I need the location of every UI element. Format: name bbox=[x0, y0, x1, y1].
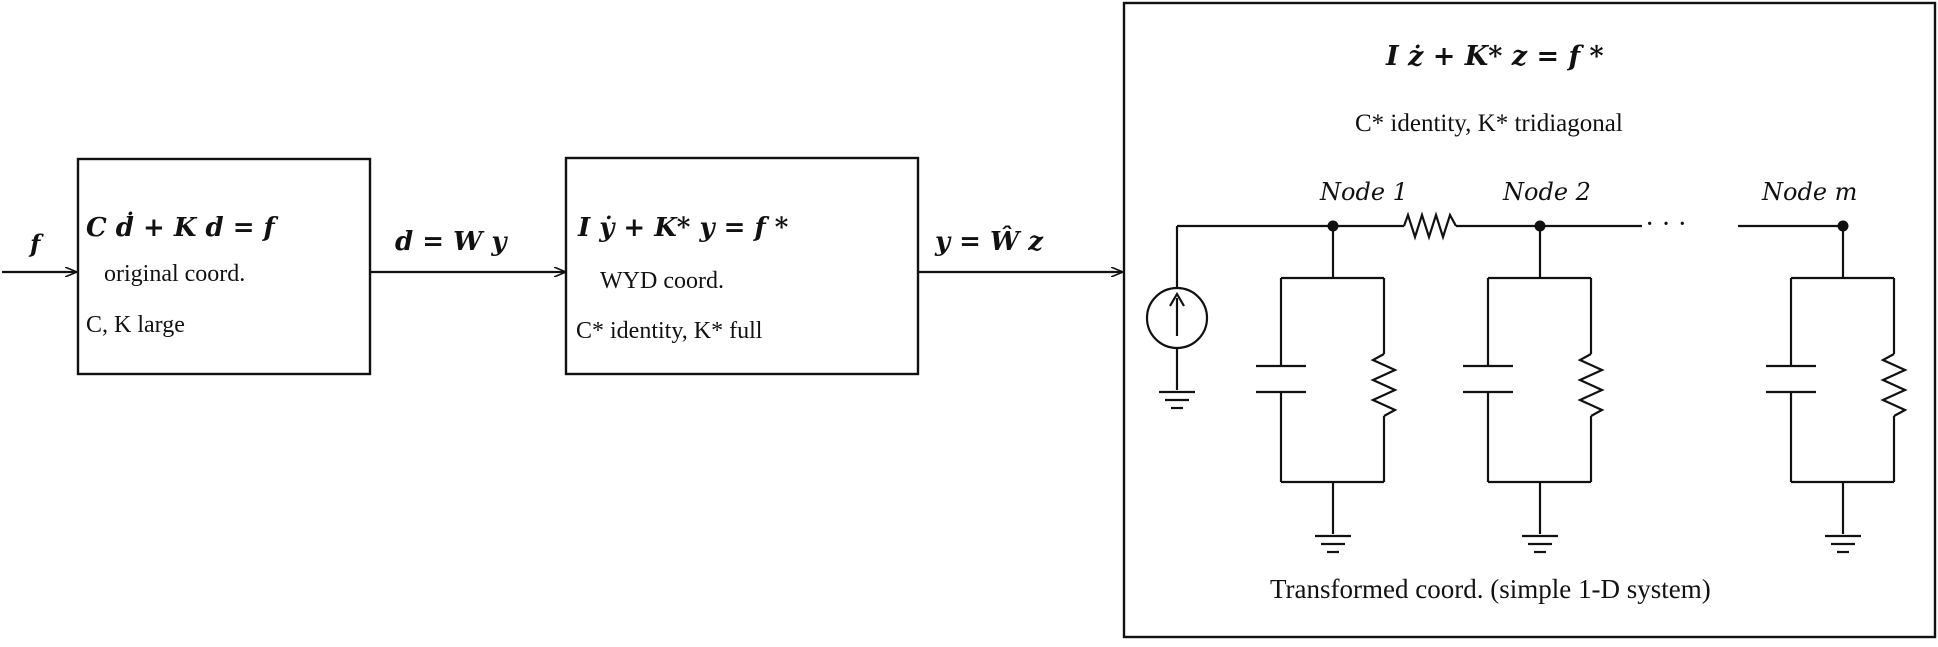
transform1-label: d = W y bbox=[395, 227, 508, 257]
box1-equation: C ḋ + K d = f bbox=[86, 211, 279, 243]
box2-matrix-note: C* identity, K* full bbox=[576, 318, 763, 344]
wyd-system-box bbox=[564, 156, 920, 376]
input-label: f bbox=[28, 229, 44, 258]
box3-equation: I ż + K* z = f * bbox=[1385, 41, 1604, 72]
node-1-label: Node 1 bbox=[1319, 178, 1408, 206]
box3-matrix-note: C* identity, K* tridiagonal bbox=[1355, 110, 1623, 137]
box3-caption: Transformed coord. (simple 1-D system) bbox=[1270, 574, 1711, 604]
box1-coord-label: original coord. bbox=[104, 261, 245, 287]
node-2-rc-branch bbox=[1463, 226, 1605, 554]
bus-wire bbox=[1175, 224, 1843, 288]
original-system-box bbox=[76, 157, 372, 376]
node-1-rc-branch bbox=[1256, 226, 1398, 554]
node-m-rc-branch bbox=[1766, 226, 1908, 554]
bus-ellipsis: · · · bbox=[1645, 209, 1687, 240]
series-resistor bbox=[1402, 211, 1457, 241]
transformed-system-box bbox=[1122, 1, 1937, 639]
node-2-label: Node 2 bbox=[1502, 178, 1591, 206]
box1-matrix-note: C, K large bbox=[86, 312, 185, 338]
node-m-label: Node m bbox=[1761, 178, 1857, 206]
transform2-label: y = Ŵ z bbox=[934, 225, 1044, 257]
box2-coord-label: WYD coord. bbox=[600, 268, 724, 294]
box2-equation: I ẏ + K* y = f * bbox=[577, 213, 789, 243]
current-source-icon bbox=[1145, 286, 1209, 410]
